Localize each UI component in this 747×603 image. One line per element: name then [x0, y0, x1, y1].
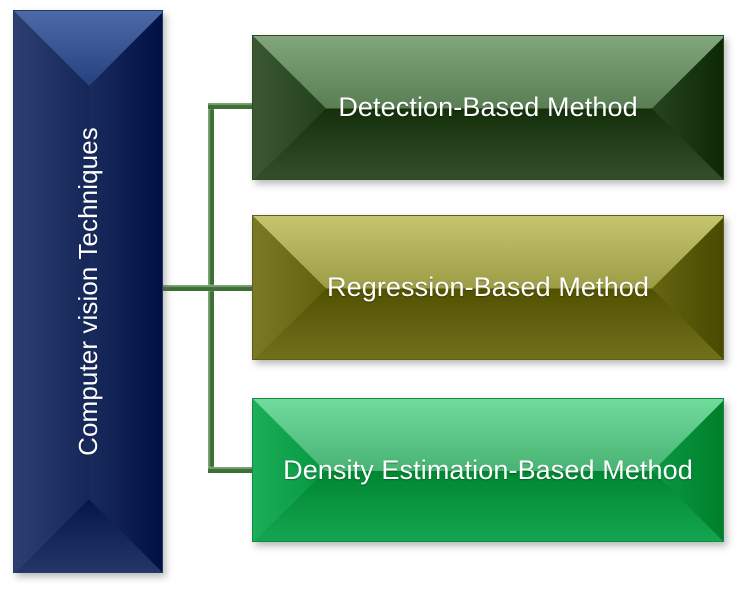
node-bevel — [253, 399, 723, 541]
node-face — [253, 399, 723, 541]
node-label-wrap: Detection-Based Method — [253, 36, 723, 179]
root-node-face — [14, 11, 162, 572]
node-face — [253, 36, 723, 179]
node-label-density-estimation-based-method: Density Estimation-Based Method — [283, 454, 693, 485]
node-regression-based-method[interactable]: Regression-Based Method — [252, 215, 724, 360]
node-bevel — [253, 36, 723, 179]
node-detection-based-method[interactable]: Detection-Based Method — [252, 35, 724, 180]
node-label-detection-based-method: Detection-Based Method — [338, 92, 638, 122]
root-node-bevel — [14, 11, 162, 572]
root-node-label-wrap: Computer vision Techniques — [14, 11, 162, 572]
root-node-computer-vision-techniques[interactable]: Computer vision Techniques — [13, 10, 163, 573]
node-face — [253, 216, 723, 359]
node-label-regression-based-method: Regression-Based Method — [327, 272, 649, 302]
connector-branch-to-regression — [160, 285, 256, 291]
node-bevel — [253, 216, 723, 359]
node-density-estimation-based-method[interactable]: Density Estimation-Based Method — [252, 398, 724, 542]
connector-branch-to-detection — [208, 103, 256, 109]
node-label-wrap: Regression-Based Method — [253, 216, 723, 359]
connector-branch-to-density — [208, 467, 256, 473]
root-node-label: Computer vision Techniques — [72, 127, 103, 456]
node-label-wrap: Density Estimation-Based Method — [253, 399, 723, 541]
